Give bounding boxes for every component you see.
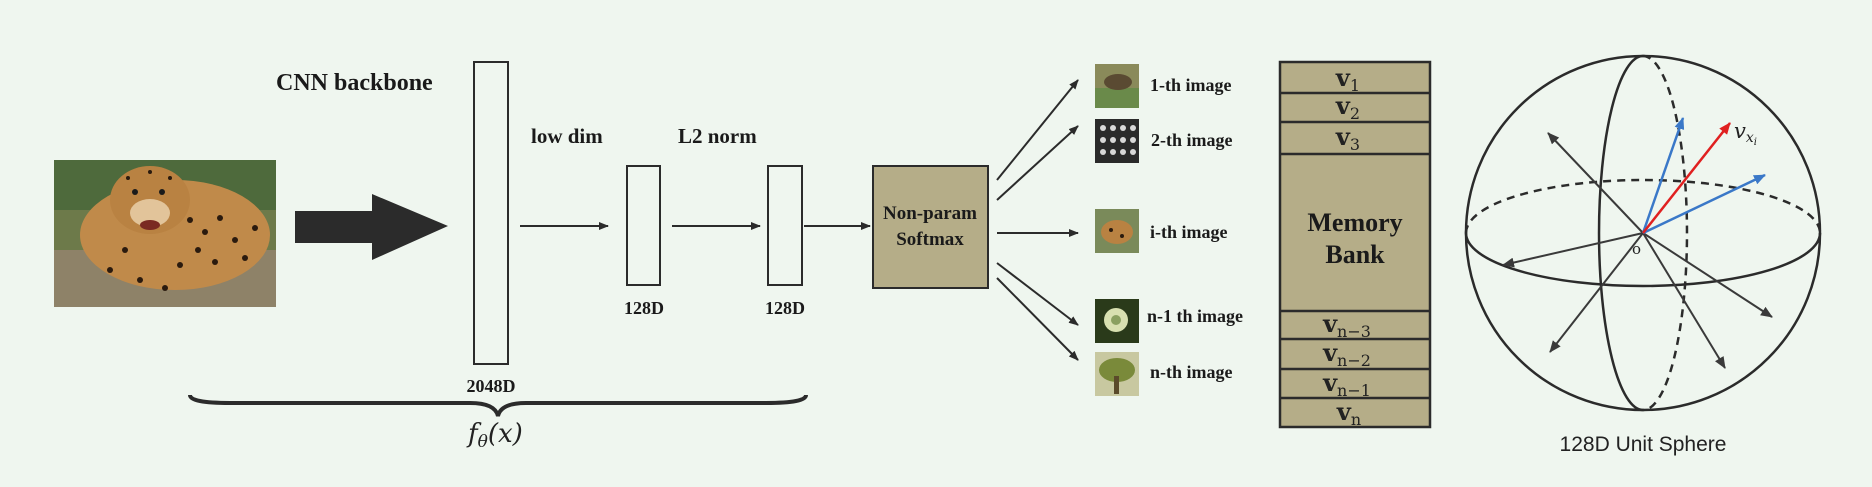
vector-label: vxi — [1734, 119, 1757, 148]
memory-label-1: Memory — [1307, 208, 1402, 237]
lowdim-column — [626, 165, 661, 286]
function-sub: θ — [478, 432, 488, 452]
memory-entry-vn1-sub: n−1 — [1337, 381, 1371, 400]
vector-label-sub: x — [1746, 130, 1754, 146]
vector-label-subsub: i — [1754, 137, 1757, 148]
cnn-backbone-label: CNN backbone — [276, 70, 433, 96]
thumbnail-n1 — [1095, 299, 1139, 343]
memory-entry-vn2: vn−2 — [1322, 338, 1371, 370]
memory-bank: v1 v2 v3 Memory Bank vn−3 vn−2 vn−1 vn — [1278, 60, 1432, 429]
memory-entry-vn3-base: v — [1322, 309, 1338, 338]
fan-arrow-1 — [996, 79, 1079, 181]
block-arrow — [295, 194, 448, 260]
origin-label: o — [1632, 240, 1641, 258]
memory-entry-vn2-base: v — [1322, 338, 1338, 367]
memory-entry-vn2-sub: n−2 — [1337, 351, 1371, 370]
memory-entry-vn3-sub: n−3 — [1337, 322, 1371, 341]
function-brace — [188, 394, 808, 417]
function-arg: (x) — [488, 419, 523, 449]
fan-arrow-n — [996, 277, 1079, 361]
image-label-n: n-th image — [1150, 362, 1233, 382]
function-label: fθ(x) — [466, 419, 523, 452]
memory-entry-v3: v3 — [1335, 122, 1360, 154]
memory-entry-v1: v1 — [1335, 63, 1360, 95]
memory-entry-vn: vn — [1336, 397, 1361, 429]
softmax-label-1: Non-param — [883, 203, 977, 224]
memory-entry-v3-base: v — [1335, 122, 1351, 151]
memory-label-2: Bank — [1325, 240, 1385, 269]
thumbnail-n — [1095, 352, 1139, 396]
dim-2048-label: 2048D — [467, 376, 516, 396]
memory-entry-vn-sub: n — [1351, 410, 1361, 429]
softmax-label-2: Softmax — [896, 229, 964, 250]
memory-entry-vn1-base: v — [1322, 368, 1338, 397]
thumbnail-i — [1095, 209, 1139, 253]
image-label-2: 2-th image — [1151, 130, 1232, 150]
dim-128-label-b: 128D — [765, 298, 805, 318]
memory-entry-vn1: vn−1 — [1322, 368, 1371, 400]
memory-entry-v2-base: v — [1335, 91, 1351, 120]
softmax-box — [872, 165, 989, 289]
memory-entry-v3-sub: 3 — [1350, 135, 1360, 154]
l2-norm-label: L2 norm — [678, 124, 757, 148]
fan-arrow-2 — [996, 125, 1079, 201]
thumbnail-1 — [1095, 64, 1139, 108]
low-dim-label: low dim — [531, 124, 603, 148]
image-label-i: i-th image — [1150, 222, 1227, 242]
dim-128-label-a: 128D — [624, 298, 664, 318]
image-label-1: 1-th image — [1150, 75, 1231, 95]
image-label-n1: n-1 th image — [1147, 306, 1243, 326]
memory-entry-v2: v2 — [1335, 91, 1360, 123]
memory-entry-vn3: vn−3 — [1322, 309, 1371, 341]
backbone-column — [473, 61, 509, 365]
sphere-caption: 128D Unit Sphere — [1560, 433, 1727, 456]
vector-label-base: v — [1734, 119, 1746, 143]
input-image-leopard — [54, 160, 276, 307]
memory-entry-v1-sub: 1 — [1350, 76, 1360, 95]
memory-entry-v1-base: v — [1335, 63, 1351, 92]
unit-sphere: o vxi — [1464, 54, 1822, 412]
l2-column — [767, 165, 803, 286]
memory-entry-vn-base: v — [1336, 397, 1352, 426]
memory-entry-v2-sub: 2 — [1350, 104, 1360, 123]
fan-arrow-n1 — [996, 262, 1079, 326]
thumbnail-2 — [1095, 119, 1139, 163]
